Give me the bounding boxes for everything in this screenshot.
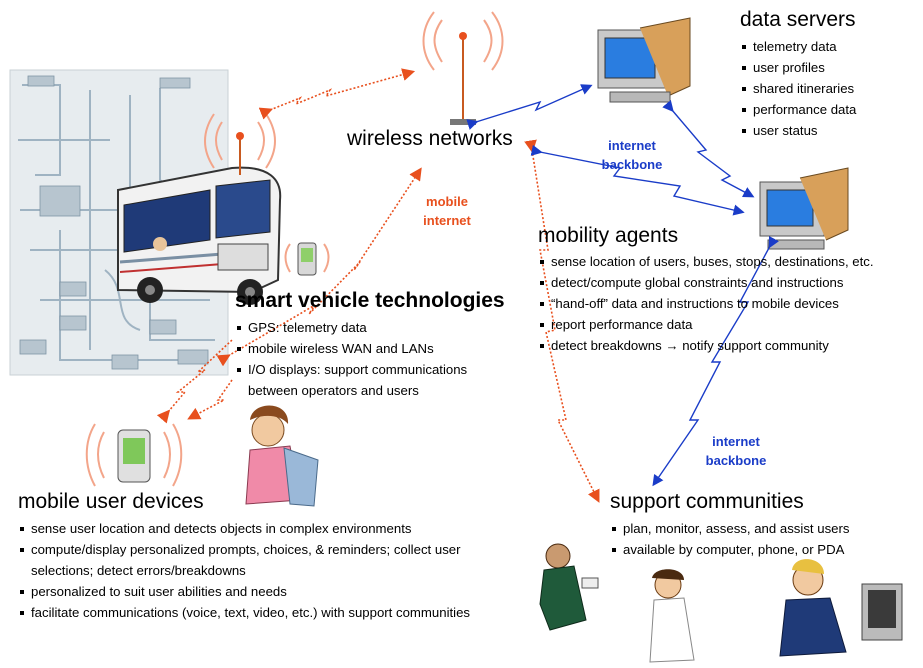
backbone-right-line-2: backbone (705, 453, 767, 468)
backbone-right-line-1: internet (712, 434, 760, 449)
list-item: sense user location and detects objects … (18, 518, 508, 539)
support-communities-list: plan, monitor, assess, and assist users … (610, 518, 850, 560)
list-item: performance data (740, 99, 856, 120)
backbone-top-line-1: internet (608, 138, 656, 153)
list-item: telemetry data (740, 36, 856, 57)
list-item: sense location of users, buses, stops, d… (538, 251, 874, 272)
list-item: user status (740, 120, 856, 141)
student-clipart (245, 405, 319, 507)
mobility-agents-title: mobility agents (538, 224, 679, 247)
server-computer-icon (597, 17, 691, 103)
data-servers-list: telemetry data user profiles shared itin… (740, 36, 856, 141)
mobile-internet-line-1: mobile (426, 194, 468, 209)
list-item: mobile wireless WAN and LANs (235, 338, 525, 359)
list-item: compute/display personalized prompts, ch… (18, 539, 509, 581)
bus-icon (117, 166, 282, 305)
server-computer-icon (759, 167, 849, 250)
list-item: GPS: telemetry data (235, 317, 525, 338)
list-item: user profiles (740, 57, 856, 78)
mobile-internet-line-2: internet (423, 213, 471, 228)
wireless-networks-title: wireless networks (347, 127, 513, 150)
support-communities-title: support communities (610, 490, 804, 513)
smart-vehicle-title: smart vehicle technologies (235, 289, 505, 312)
list-item: I/O displays: support communications bet… (235, 359, 518, 401)
antenna-icon (422, 11, 504, 125)
list-item: available by computer, phone, or PDA (610, 539, 850, 560)
list-item: report performance data (538, 314, 874, 335)
smart-vehicle-section: smart vehicle technologies GPS: telemetr… (235, 289, 525, 401)
mobile-user-devices-title: mobile user devices (18, 490, 204, 513)
mobile-internet-label: mobile internet (412, 192, 482, 230)
mobile-user-devices-section: mobile user devices sense user location … (18, 490, 508, 623)
backbone-top-line-2: backbone (601, 157, 663, 172)
list-item: “hand-off” data and instructions to mobi… (538, 293, 874, 314)
list-item: detect/compute global constraints and in… (538, 272, 874, 293)
mobility-agents-list: sense location of users, buses, stops, d… (538, 251, 874, 356)
smart-vehicle-list: GPS: telemetry data mobile wireless WAN … (235, 317, 525, 401)
internet-backbone-label-top: internet backbone (592, 136, 672, 174)
businesswoman-clipart (539, 543, 599, 631)
data-servers-title: data servers (740, 8, 856, 31)
support-communities-section: support communities plan, monitor, asses… (610, 490, 850, 560)
list-item: facilitate communications (voice, text, … (18, 602, 471, 623)
internet-backbone-label-right: internet backbone (696, 432, 776, 470)
list-item: shared itineraries (740, 78, 856, 99)
nurse-clipart (649, 569, 695, 663)
list-item: personalized to suit user abilities and … (18, 581, 508, 602)
operator-clipart (779, 559, 903, 657)
pda-icon (284, 242, 330, 276)
mobility-agents-section: mobility agents sense location of users,… (538, 224, 874, 356)
list-item: detect breakdowns → notify support commu… (538, 335, 874, 356)
pda-icon (85, 423, 183, 487)
data-servers-section: data servers telemetry data user profile… (740, 8, 856, 141)
mobile-user-devices-list: sense user location and detects objects … (18, 518, 508, 623)
list-item: plan, monitor, assess, and assist users (610, 518, 850, 539)
